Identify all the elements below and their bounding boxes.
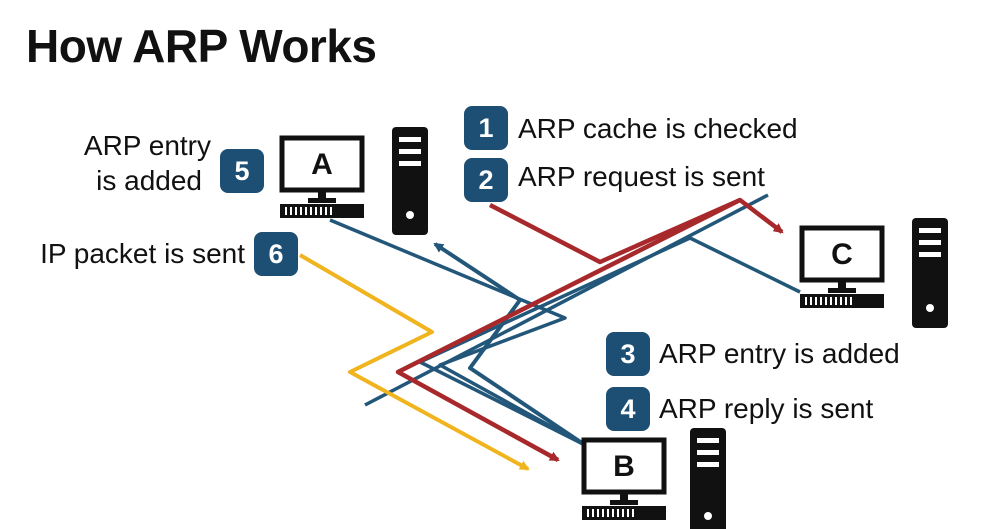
- step-4-badge: 4: [606, 387, 650, 431]
- desktop-monitor-icon: [799, 225, 885, 308]
- host-a-letter: A: [311, 148, 333, 181]
- cable-c: [418, 236, 801, 452]
- step-5-badge: 5: [220, 149, 264, 193]
- desktop-monitor-icon: [279, 135, 365, 218]
- host-c-letter: C: [831, 238, 853, 271]
- step-1-badge: 1: [464, 106, 508, 150]
- desktop-monitor-icon: [581, 437, 667, 520]
- step-1-label: ARP cache is checked: [518, 113, 798, 144]
- ip-packet-arrow: [298, 253, 530, 471]
- cable-a: [329, 218, 591, 450]
- step-3-label: ARP entry is added: [659, 338, 900, 369]
- host-b: B: [581, 437, 667, 520]
- step-5-label-line2: is added: [96, 165, 202, 196]
- request-to-b: [395, 197, 742, 462]
- arp-request-arrows: [395, 197, 784, 462]
- step-3-badge: 3: [606, 332, 650, 376]
- step-5-label-line1: ARP entry: [83, 130, 211, 161]
- arp-reply-arrow: [433, 242, 587, 447]
- tower-server-icon-a: [392, 127, 428, 235]
- step-6-label: IP packet is sent: [40, 238, 245, 269]
- cable-long: [364, 193, 769, 407]
- tower-server-icon-b: [690, 428, 726, 529]
- host-a: A: [279, 135, 365, 218]
- tower-server-icon-c: [912, 218, 948, 328]
- step-2-label: ARP request is sent: [518, 161, 765, 192]
- request-to-c: [488, 197, 784, 265]
- host-c: C: [799, 225, 885, 308]
- network-cables: [329, 193, 801, 452]
- page-title: How ARP Works: [26, 20, 377, 72]
- step-6-badge: 6: [254, 232, 298, 276]
- host-b-letter: B: [613, 450, 635, 483]
- step-2-badge: 2: [464, 158, 508, 202]
- step-4-label: ARP reply is sent: [659, 393, 874, 424]
